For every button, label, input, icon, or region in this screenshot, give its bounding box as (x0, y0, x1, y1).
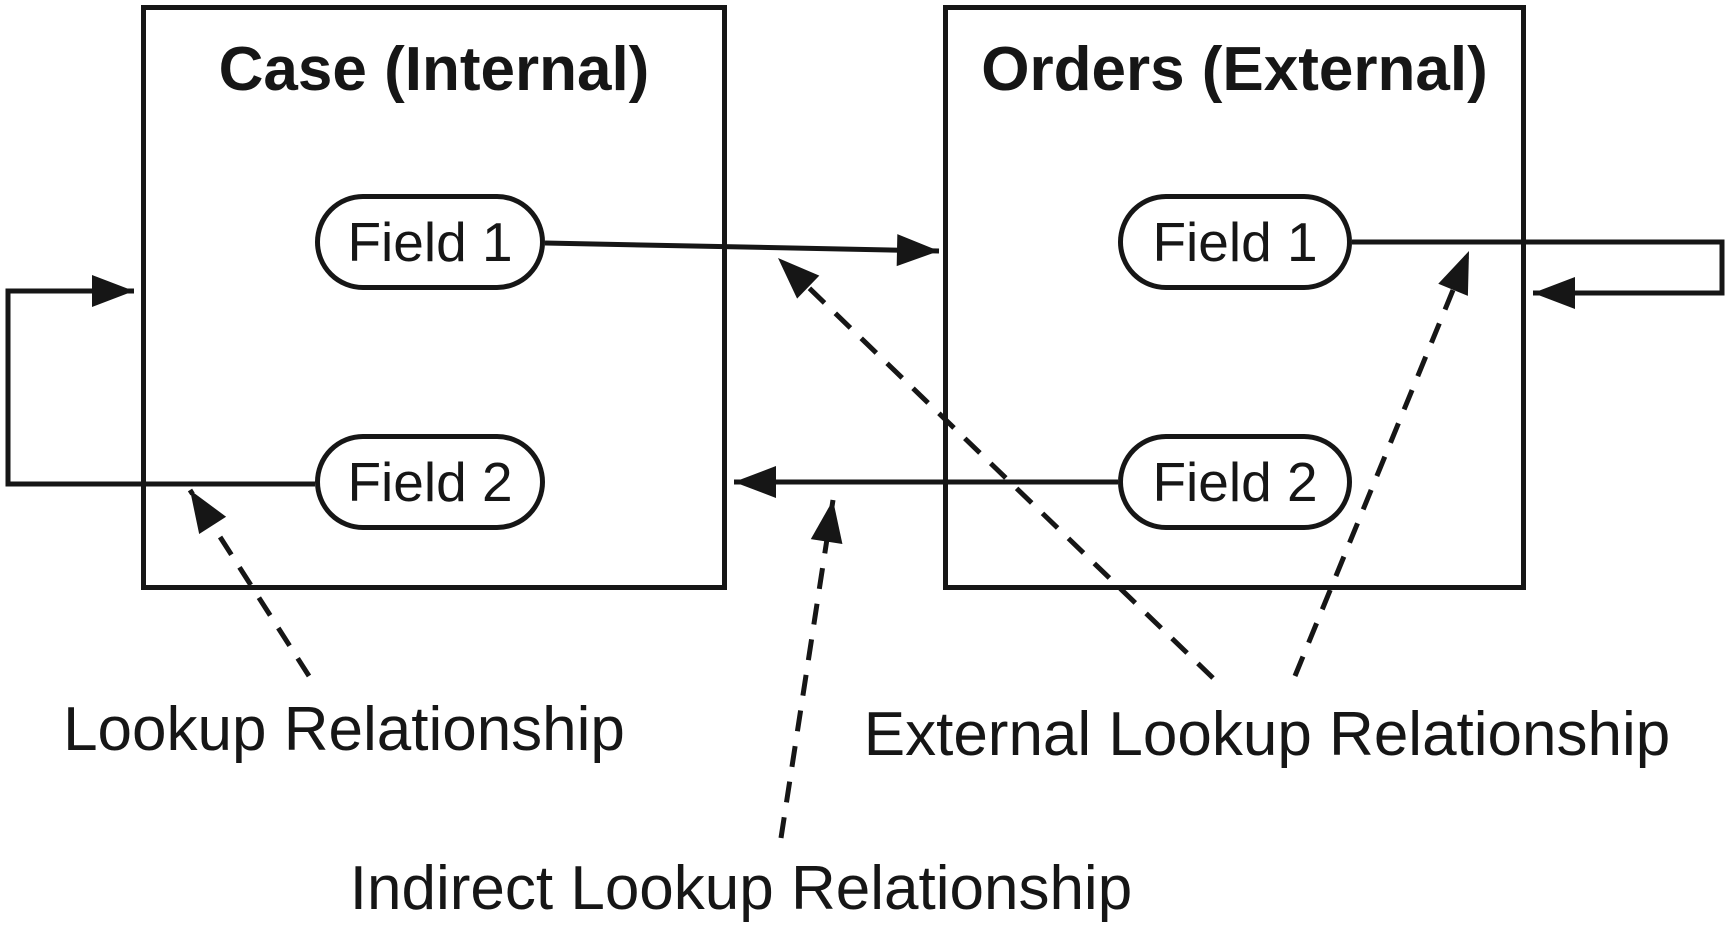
case-field2-label: Field 2 (347, 450, 513, 513)
external-callout-left-arrow (776, 256, 1215, 680)
orders-entity-box: Orders (External) (943, 5, 1526, 590)
lookup-relationship-label: Lookup Relationship (63, 695, 625, 764)
orders-field1-pill: Field 1 (1118, 194, 1352, 290)
case-field1-label: Field 1 (347, 210, 513, 273)
case-field1-pill: Field 1 (315, 194, 545, 290)
case-field2-pill: Field 2 (315, 434, 545, 530)
orders-field2-pill: Field 2 (1118, 434, 1352, 530)
orders-field1-label: Field 1 (1152, 210, 1318, 273)
indirect-lookup-relationship-label: Indirect Lookup Relationship (349, 854, 1133, 923)
case-self-loop-arrow (5, 275, 315, 487)
orders-field2-label: Field 2 (1152, 450, 1318, 513)
case-entity-title: Case (Internal) (218, 35, 650, 104)
external-callout-right-arrow (1292, 250, 1472, 677)
case-entity-box: Case (Internal) (141, 5, 727, 590)
case-field1-to-orders-arrow (544, 234, 940, 267)
orders-self-loop-arrow (1352, 239, 1725, 309)
orders-entity-title: Orders (External) (981, 35, 1488, 104)
lookup-callout-arrow (187, 488, 312, 678)
external-lookup-relationship-label: External Lookup Relationship (863, 700, 1671, 769)
indirect-callout-arrow (778, 499, 843, 839)
